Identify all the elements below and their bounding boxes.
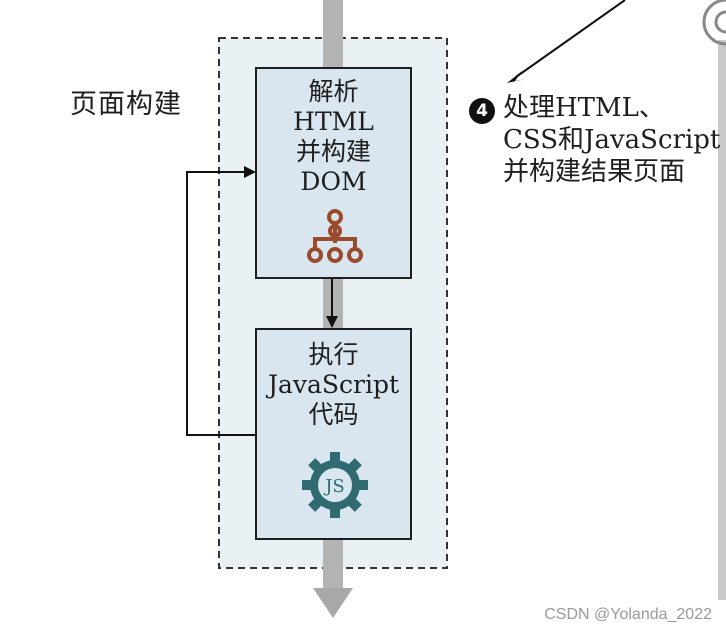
watermark: CSDN @Yolanda_2022 [544,606,712,623]
parse-line-1: 解析 [308,77,359,106]
main-flow-arrowhead [313,588,353,618]
parse-line-4: DOM [300,167,367,196]
exec-line-2: JavaScript [267,370,400,399]
step-description: 处理HTML、 CSS和JavaScript 并构建结果页面 [503,92,720,188]
parse-line-2: HTML [293,107,374,136]
execute-js-box: 执行 JavaScript 代码 JS [255,328,412,540]
exec-line-3: 代码 [308,400,359,429]
loop-back-arrow [186,171,256,436]
page-construction-label: 页面构建 [70,89,182,120]
parse-line-3: 并构建 [295,137,371,166]
incoming-arrow-line [515,0,626,78]
js-gear-icon: JS [302,452,368,518]
step-line-1: 处理HTML、 [503,93,665,123]
loop-back-arrowhead [244,166,256,178]
incoming-arrowhead [507,71,526,83]
js-gear-label: JS [323,476,345,497]
step-line-3: 并构建结果页面 [503,157,686,187]
step-line-2: CSS和JavaScript [503,125,721,155]
parse-to-exec-arrowhead [326,316,338,328]
dom-tree-icon [307,209,363,263]
step-number-badge: 4 [469,98,495,124]
right-flow-bar [718,40,726,600]
gear-icon [702,0,726,46]
parse-html-box: 解析 HTML 并构建 DOM [255,67,412,279]
exec-line-1: 执行 [308,340,359,369]
